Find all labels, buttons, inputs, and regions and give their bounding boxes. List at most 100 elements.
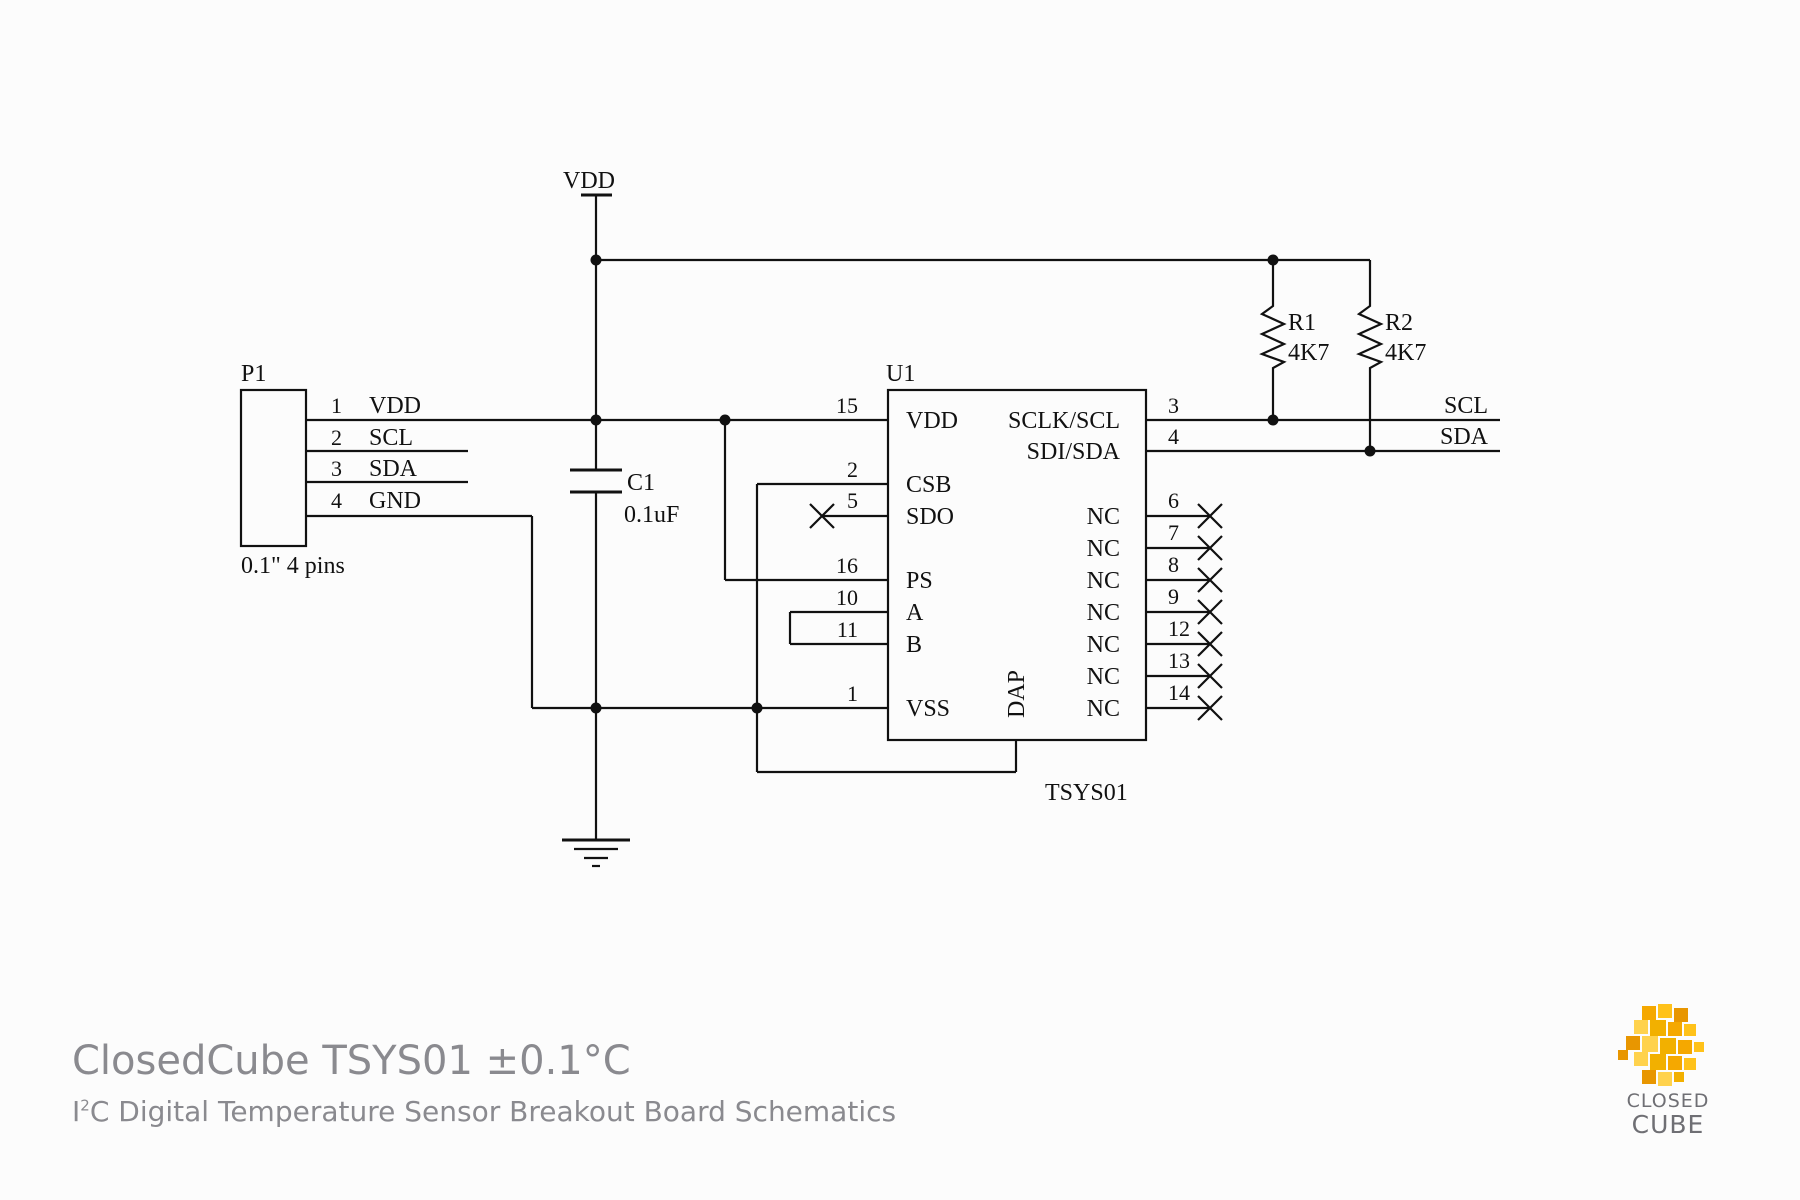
net-label-scl: SCL: [1444, 393, 1488, 419]
logo-cube-block: [1694, 1042, 1704, 1052]
ic-pin-number: 9: [1168, 584, 1179, 609]
vdd-supply-label: VDD: [563, 168, 615, 194]
ic-pin-number: 3: [1168, 393, 1179, 418]
logo-cube-block: [1658, 1004, 1672, 1018]
no-connect-mark-12: [1197, 631, 1223, 657]
connector-pin-number: 4: [331, 488, 342, 513]
connector-pin-name: GND: [369, 488, 421, 514]
ic-pin-name: NC: [1087, 600, 1120, 626]
ic-pin-number: 16: [836, 553, 858, 578]
ic-part-name: TSYS01: [1045, 780, 1128, 806]
logo-cube-block: [1642, 1006, 1656, 1020]
ic-pin-name: CSB: [906, 472, 951, 498]
ic-pin-number: 8: [1168, 552, 1179, 577]
junction-dot: [719, 414, 731, 426]
capacitor-value: 0.1uF: [624, 502, 679, 528]
junction-dot: [751, 702, 763, 714]
ic-pin-name: NC: [1087, 504, 1120, 530]
junction-dot: [1364, 445, 1376, 457]
connector-pin-name: SDA: [369, 456, 418, 482]
net-labels: SCL SDA: [1440, 393, 1489, 450]
ic-pin-number: 12: [1168, 616, 1190, 641]
logo-cube-block: [1626, 1036, 1640, 1050]
no-connect-marks: [809, 503, 1223, 721]
junction-dot: [590, 254, 602, 266]
ic-pin-name: NC: [1087, 568, 1120, 594]
ic-pin-number: 11: [837, 617, 858, 642]
ic-pin-number: 14: [1168, 680, 1190, 705]
junction-dot: [1267, 414, 1279, 426]
connector-pin-name: SCL: [369, 425, 413, 451]
no-connect-mark-sdo: [809, 503, 835, 529]
wires: [306, 258, 1500, 840]
ic-pin-name: SDO: [906, 504, 954, 530]
logo-cube-block: [1678, 1040, 1692, 1054]
connector-pin-name: VDD: [369, 393, 421, 419]
resistor-r1: R1 4K7: [1259, 300, 1329, 372]
ic-pin-name: B: [906, 632, 922, 658]
connector-p1: P1 1 VDD 2 SCL 3 SDA 4 GND 0.1" 4 pins: [239, 361, 421, 579]
ic-pin-number: 1: [847, 681, 858, 706]
ic-pin-name: PS: [906, 568, 933, 594]
footer-subtitle-text: C Digital Temperature Sensor Breakout Bo…: [89, 1095, 897, 1128]
logo-cube-block: [1650, 1054, 1666, 1070]
no-connect-mark-6: [1197, 503, 1223, 529]
resistor-ref: R1: [1288, 310, 1316, 336]
ic-pin-number: 6: [1168, 488, 1179, 513]
ic-pin-name: NC: [1087, 632, 1120, 658]
junction-dot: [1267, 254, 1279, 266]
resistor-value: 4K7: [1385, 340, 1426, 366]
logo-cube-block: [1634, 1020, 1648, 1034]
no-connect-mark-7: [1197, 535, 1223, 561]
no-connect-mark-14: [1197, 695, 1223, 721]
connector-description: 0.1" 4 pins: [241, 553, 345, 579]
connector-body: [239, 388, 308, 548]
ic-pin-name: NC: [1087, 664, 1120, 690]
capacitor-ref: C1: [627, 470, 655, 496]
connector-ref: P1: [241, 361, 266, 387]
logo-cube-block: [1642, 1070, 1656, 1084]
logo-cube-block: [1674, 1008, 1688, 1022]
logo-text-closed: CLOSED: [1626, 1090, 1710, 1112]
ic-pin-name: A: [906, 600, 924, 626]
logo-cube-block: [1684, 1058, 1696, 1070]
ic-pin-number: 5: [847, 488, 858, 513]
ic-pin-number: 4: [1168, 424, 1179, 449]
ic-pin-number: 15: [836, 393, 858, 418]
logo-cube-block: [1660, 1038, 1676, 1054]
no-connect-mark-13: [1197, 663, 1223, 689]
resistor-r2: R2 4K7: [1356, 300, 1426, 372]
resistor-ref: R2: [1385, 310, 1413, 336]
logo-cube-block: [1668, 1056, 1682, 1070]
footer-subtitle: I2C Digital Temperature Sensor Breakout …: [72, 1095, 896, 1128]
ic-pin-number: 7: [1168, 520, 1179, 545]
ic-pin-name: VDD: [906, 408, 958, 434]
logo-cube-block: [1658, 1072, 1672, 1086]
logo-cube-block: [1618, 1050, 1628, 1060]
ic-pin-number: 13: [1168, 648, 1190, 673]
junction-dot: [590, 702, 602, 714]
cube-logo-icon: [1618, 1004, 1704, 1086]
logo-cube-block: [1684, 1024, 1696, 1036]
vdd-supply-symbol: VDD: [563, 168, 615, 260]
ground-symbol: [562, 838, 630, 868]
footer-title: ClosedCube TSYS01 ±0.1°C: [72, 1038, 631, 1084]
ic-pin-number: 10: [836, 585, 858, 610]
junction-dots: [590, 254, 1376, 714]
no-connect-mark-9: [1197, 599, 1223, 625]
footer-subtitle-prefix: I: [72, 1095, 81, 1128]
logo-text-cube: CUBE: [1631, 1110, 1705, 1139]
logo-cube-block: [1674, 1072, 1684, 1082]
logo-cube-block: [1642, 1036, 1658, 1052]
ic-pin-name: VSS: [906, 696, 950, 722]
footer-subtitle-superscript: 2: [80, 1096, 90, 1115]
junction-dot: [590, 414, 602, 426]
ic-dap-label: DAP: [1004, 670, 1030, 718]
logo-cube-block: [1650, 1020, 1666, 1036]
net-label-sda: SDA: [1440, 424, 1489, 450]
ic-pin-name: NC: [1087, 536, 1120, 562]
capacitor-c1: C1 0.1uF: [570, 468, 679, 528]
logo-cube-block: [1668, 1022, 1682, 1036]
